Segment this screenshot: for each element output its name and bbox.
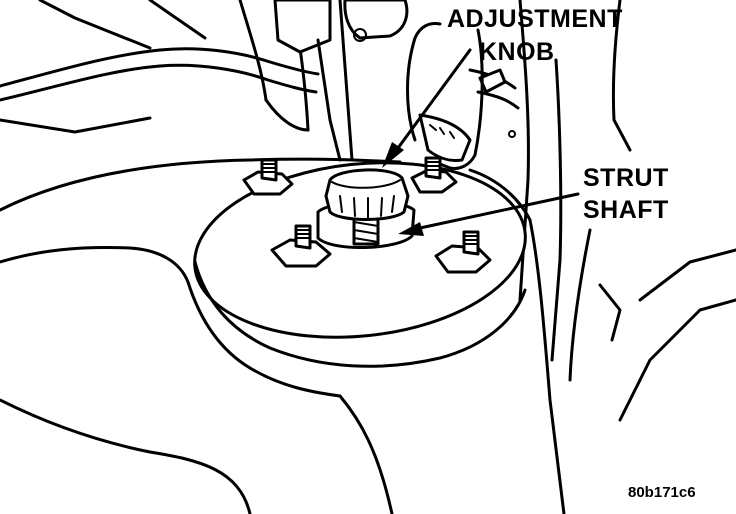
mount-stud-nut (410, 156, 458, 194)
cable-loop (406, 22, 484, 170)
fender-structure (468, 0, 736, 422)
adjustment-knob-label-line2: KNOB (479, 38, 555, 66)
engine-compartment-panels (0, 0, 409, 162)
adjustment-knob-leader (382, 48, 472, 168)
strut-shaft-label-line2: SHAFT (583, 196, 669, 224)
mount-stud-nut (242, 158, 294, 196)
figure-id: 80b171c6 (628, 484, 696, 501)
wiring-harness (0, 47, 320, 102)
shock-tower (0, 157, 566, 514)
strut-shaft-label-line1: STRUT (583, 164, 669, 192)
adjustment-knob-label-line1: ADJUSTMENT (447, 5, 623, 33)
strut-mount-plate (193, 161, 527, 368)
adjustment-knob (324, 168, 410, 221)
mount-stud-nut (270, 224, 332, 268)
strut-shaft-leader (398, 192, 580, 236)
mount-stud-nut (434, 230, 492, 274)
